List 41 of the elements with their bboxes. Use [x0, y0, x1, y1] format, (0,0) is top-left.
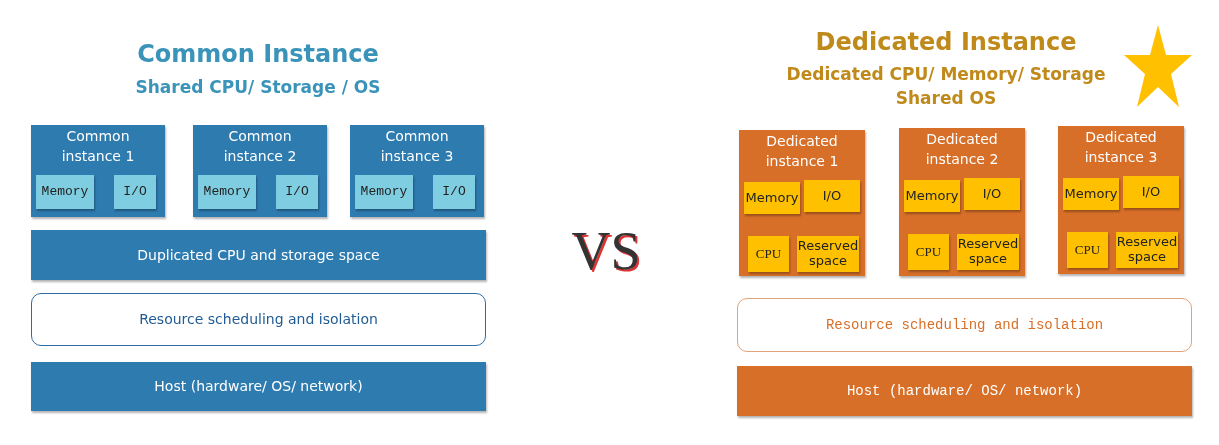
subheading: Dedicated CPU/ Memory/ Storage: [786, 64, 1106, 84]
layer-bar: Resource scheduling and isolation: [31, 293, 486, 346]
component-tile: Memory: [355, 175, 413, 209]
subheading: Shared OS: [895, 88, 997, 108]
component-tile: Memory: [904, 180, 960, 212]
component-tile: Memory: [1063, 178, 1119, 210]
instance-panel: [1058, 126, 1184, 274]
instance-panel: [350, 125, 484, 217]
subheading: Shared CPU/ Storage / OS: [135, 77, 381, 97]
panel-title: Dedicated instance 1: [764, 132, 840, 171]
instance-panel: [31, 125, 165, 217]
panel-title: Dedicated instance 3: [1083, 128, 1159, 167]
vs-text: VS: [571, 220, 641, 282]
component-tile: Reserved space: [797, 236, 859, 272]
component-tile: Reserved space: [1116, 232, 1178, 268]
component-tile: I/O: [433, 175, 475, 209]
layer-bar: Duplicated CPU and storage space: [31, 230, 486, 280]
instance-panel: [739, 130, 865, 276]
instance-panel: [193, 125, 327, 217]
panel-title: Common instance 2: [222, 127, 298, 166]
component-tile: Memory: [198, 175, 256, 209]
layer-bar: Resource scheduling and isolation: [737, 298, 1192, 352]
panel-title: Dedicated instance 2: [924, 130, 1000, 169]
panel-title: Common instance 1: [60, 127, 136, 166]
component-tile: Memory: [36, 175, 94, 209]
instance-panel: [899, 128, 1025, 276]
component-tile: Memory: [744, 182, 800, 214]
component-tile: Reserved space: [957, 234, 1019, 270]
heading: Common Instance: [137, 40, 379, 68]
layer-bar: Host (hardware/ OS/ network): [737, 366, 1192, 416]
component-tile: CPU: [1067, 232, 1108, 268]
layer-bar: Host (hardware/ OS/ network): [31, 362, 486, 411]
component-tile: I/O: [1123, 176, 1179, 208]
component-tile: CPU: [908, 234, 949, 270]
component-tile: I/O: [964, 178, 1020, 210]
component-tile: I/O: [804, 180, 860, 212]
panel-title: Common instance 3: [379, 127, 455, 166]
component-tile: CPU: [748, 236, 789, 272]
component-tile: I/O: [114, 175, 156, 209]
component-tile: I/O: [276, 175, 318, 209]
heading: Dedicated Instance: [815, 28, 1077, 56]
